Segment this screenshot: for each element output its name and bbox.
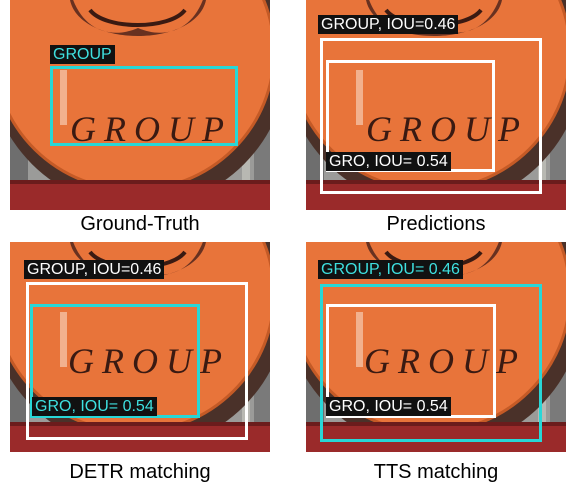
prediction-label-group: GROUP, IOU=0.46 (318, 15, 459, 34)
sign-lettering: GROUP (364, 341, 526, 381)
ground-truth-box (50, 66, 238, 146)
prediction-box-group (320, 38, 542, 194)
panel-predictions: GROUP GROUP, IOU=0.46 GRO, IOU= 0.54 (306, 0, 566, 210)
tts-label-group: GROUP, IOU= 0.46 (318, 260, 463, 279)
tts-label-gro: GRO, IOU= 0.54 (326, 397, 451, 416)
caption-predictions: Predictions (386, 213, 486, 235)
tts-box-group (320, 284, 542, 442)
detr-box-group (26, 282, 248, 440)
detr-box-gro (30, 304, 200, 418)
sign-lettering: GROUP (70, 109, 232, 149)
panel-detr-matching: GROUP GROUP, IOU=0.46 GRO, IOU= 0.54 (10, 242, 270, 452)
detr-label-group: GROUP, IOU=0.46 (24, 260, 165, 279)
caption-ground-truth: Ground-Truth (80, 213, 200, 235)
detr-label-gro: GRO, IOU= 0.54 (32, 397, 157, 416)
panel-ground-truth: GROUP GROUP (10, 0, 270, 210)
prediction-label-gro: GRO, IOU= 0.54 (326, 152, 451, 171)
ground-truth-label: GROUP (50, 45, 115, 64)
tts-box-gro (326, 304, 496, 418)
panel-tts-matching: GROUP GROUP, IOU= 0.46 GRO, IOU= 0.54 (306, 242, 566, 452)
caption-detr-matching: DETR matching (69, 461, 211, 483)
sign-lettering: GROUP (68, 341, 230, 381)
caption-tts-matching: TTS matching (373, 461, 499, 483)
